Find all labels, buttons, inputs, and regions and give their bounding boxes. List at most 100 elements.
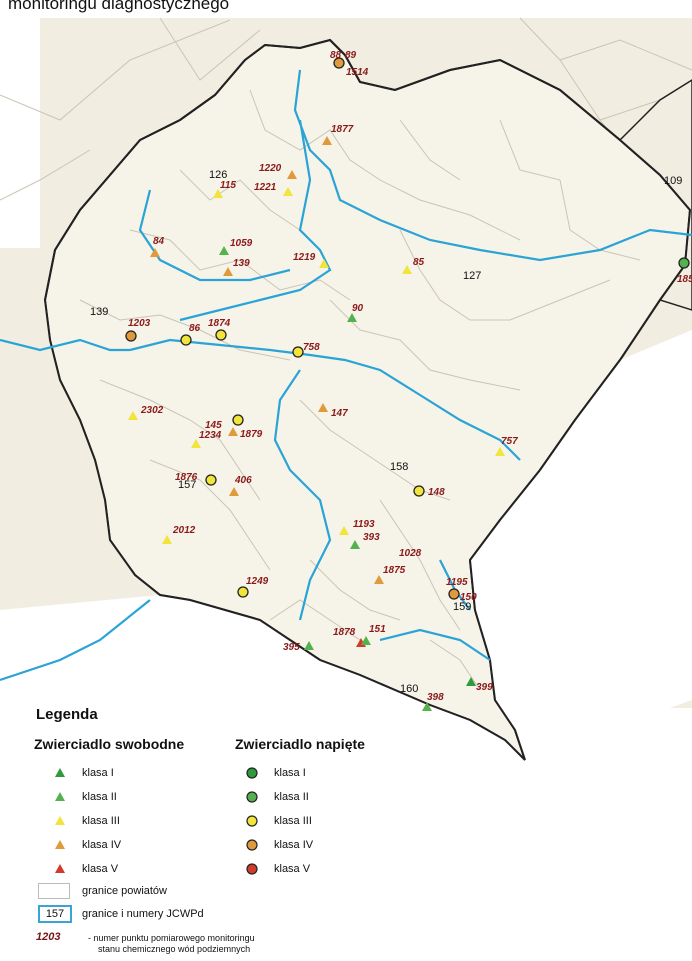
point-label-148: 148 <box>428 487 445 498</box>
point-label-1195: 1195 <box>446 577 468 588</box>
point-label-1220: 1220 <box>259 163 282 174</box>
point-label-90: 90 <box>352 303 364 314</box>
point-label-399: 399 <box>476 682 493 693</box>
point-label-145: 145 <box>205 420 222 431</box>
legend-confined-header: Zwierciadlo napięte <box>235 736 365 752</box>
point-label-89: 89 <box>345 50 357 61</box>
monitoring-point-triangle-757 <box>495 447 505 456</box>
monitoring-point-circle-88 <box>333 57 345 69</box>
point-label-1874: 1874 <box>208 318 231 329</box>
monitoring-point-circle-1249 <box>237 586 249 598</box>
point-label-2012: 2012 <box>172 525 196 536</box>
legend-gwb-boundaries: 157 granice i numery JCWPd <box>30 905 330 923</box>
legend-note-line-2: stanu chemicznego wód podziemnych <box>98 944 251 954</box>
gwb-number-159: 159 <box>453 601 471 613</box>
legend-label: granice i numery JCWPd <box>82 908 204 920</box>
legend-label: klasa II <box>274 791 309 803</box>
legend: Legenda Zwierciadlo swobodne Zwierciadlo… <box>30 706 450 956</box>
point-label-1219: 1219 <box>293 252 316 263</box>
legend-label: klasa I <box>82 767 114 779</box>
monitoring-point-circle-185 <box>678 257 690 269</box>
point-label-393: 393 <box>363 532 380 543</box>
monitoring-point-triangle-1059 <box>219 246 229 255</box>
monitoring-point-triangle-1875 <box>374 575 384 584</box>
triangle-class-1-icon <box>55 768 65 777</box>
legend-point-number-text: - numer punktu pomiarowego monitoringu s… <box>88 933 255 955</box>
point-label-758: 758 <box>303 342 320 353</box>
monitoring-point-circle-758 <box>292 346 304 358</box>
monitoring-point-triangle-393 <box>350 540 360 549</box>
monitoring-point-triangle-1234 <box>191 439 201 448</box>
point-label-147: 147 <box>331 408 348 419</box>
point-label-88: 88 <box>330 50 342 61</box>
gwb-number-160: 160 <box>400 683 418 695</box>
triangle-class-3-icon <box>55 816 65 825</box>
circle-class-1-icon <box>246 767 258 779</box>
gwb-number-158: 158 <box>390 461 408 473</box>
monitoring-point-triangle-115 <box>213 189 223 198</box>
legend-label: klasa II <box>82 791 117 803</box>
county-boundary-swatch <box>38 883 70 899</box>
gwb-number-127: 127 <box>463 270 481 282</box>
region-border <box>43 38 692 761</box>
point-label-84: 84 <box>153 236 165 247</box>
monitoring-point-triangle-84 <box>150 248 160 257</box>
legend-title: Legenda <box>36 706 98 723</box>
legend-free-header: Zwierciadlo swobodne <box>34 736 185 752</box>
point-label-1878: 1878 <box>333 627 356 638</box>
point-label-2302: 2302 <box>140 405 164 416</box>
monitoring-point-circle-86 <box>180 334 192 346</box>
monitoring-point-circle-1195 <box>448 588 460 600</box>
point-label-1876: 1876 <box>175 472 198 483</box>
monitoring-point-circle-1203 <box>125 330 137 342</box>
monitoring-point-triangle-399 <box>466 677 476 686</box>
monitoring-point-triangle-90 <box>347 313 357 322</box>
point-label-1877: 1877 <box>331 124 354 135</box>
white-corner-left <box>0 18 40 248</box>
circle-class-5-icon <box>246 863 258 875</box>
triangle-class-4-icon <box>55 840 65 849</box>
point-label-151: 151 <box>369 624 386 635</box>
monitoring-point-circle-1876 <box>205 474 217 486</box>
point-label-1249: 1249 <box>246 576 269 587</box>
legend-label: klasa III <box>274 815 312 827</box>
point-label-1875: 1875 <box>383 565 406 576</box>
monitoring-point-triangle-1879 <box>228 427 238 436</box>
point-label-1879: 1879 <box>240 429 263 440</box>
outer-west-lower <box>0 300 160 610</box>
gwb-number-109: 109 <box>664 175 682 187</box>
gwb-number-139: 139 <box>90 306 108 318</box>
monitoring-point-triangle-1877 <box>322 136 332 145</box>
point-label-1059: 1059 <box>230 238 253 249</box>
point-label-139: 139 <box>233 258 250 269</box>
legend-label: klasa III <box>82 815 120 827</box>
legend-label: klasa V <box>82 863 119 875</box>
circle-class-3-icon <box>246 815 258 827</box>
point-label-185: 185 <box>677 274 692 285</box>
point-label-85: 85 <box>413 257 425 268</box>
point-label-1028: 1028 <box>399 548 422 559</box>
white-bottom <box>0 595 692 961</box>
monitoring-point-triangle-139 <box>223 267 233 276</box>
monitoring-point-triangle-1193 <box>339 526 349 535</box>
point-label-1221: 1221 <box>254 182 277 193</box>
monitoring-point-triangle-395 <box>304 641 314 650</box>
legend-point-number-example: 1203 <box>36 931 61 943</box>
monitoring-point-triangle-1221 <box>283 187 293 196</box>
monitoring-point-triangle-85 <box>402 265 412 274</box>
figure-caption: monitoringu diagnostycznego <box>8 0 230 13</box>
triangle-class-5-icon <box>55 864 65 873</box>
legend-note-line-1: - numer punktu pomiarowego monitoringu <box>88 933 255 943</box>
legend-county-boundaries: granice powiatów <box>30 883 330 899</box>
point-label-1514: 1514 <box>346 67 369 78</box>
point-label-395: 395 <box>283 642 300 653</box>
point-label-1203: 1203 <box>128 318 151 329</box>
monitoring-point-circle-145 <box>232 414 244 426</box>
point-label-398: 398 <box>427 692 444 703</box>
gwb-number-126: 126 <box>209 169 227 181</box>
monitoring-point-triangle-1219 <box>319 259 329 268</box>
point-label-86: 86 <box>189 323 201 334</box>
